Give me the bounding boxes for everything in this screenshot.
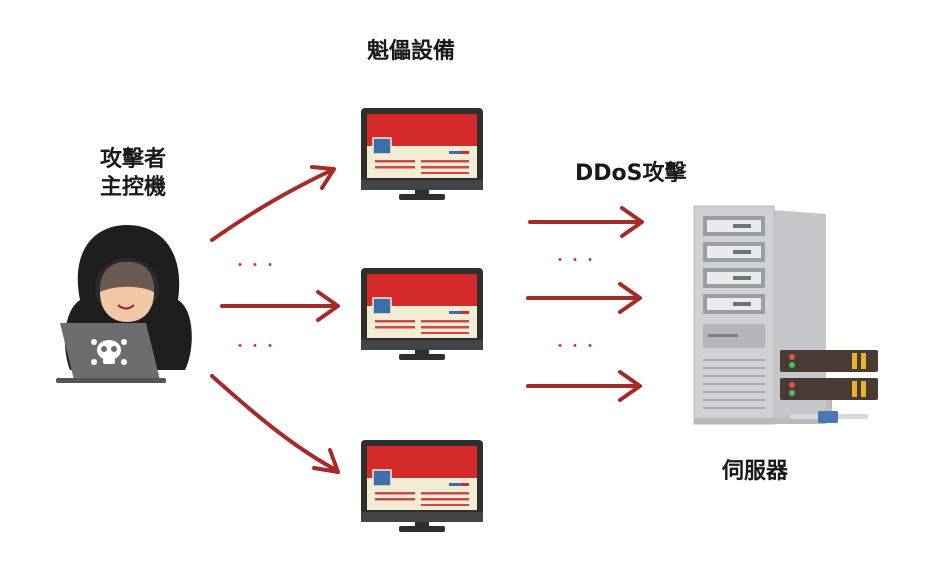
monitor-icon	[360, 439, 484, 533]
ellipsis-marker: ・・・	[233, 258, 278, 274]
ellipsis-marker: ・・・	[553, 253, 598, 269]
attacker-label: 攻擊者 主控機	[88, 146, 178, 202]
hooded-hacker-icon	[56, 225, 192, 383]
monitor-icon	[360, 267, 484, 361]
bots-label: 魁儡設備	[367, 39, 456, 64]
attacker-label-line1: 攻擊者	[99, 147, 166, 172]
server-label: 伺服器	[722, 459, 789, 484]
arrows-attacker-to-bots	[210, 165, 340, 474]
ddos-label: DDoS攻擊	[575, 161, 687, 186]
ellipsis-marker: ・・・	[233, 339, 278, 355]
arrow-to-bot-bottom	[210, 374, 338, 472]
rack-server-icon	[780, 350, 878, 423]
monitor-icon	[360, 107, 484, 201]
arrow-to-bot-top	[210, 168, 334, 242]
arrows-bots-to-server	[526, 206, 644, 402]
ellipsis-marker: ・・・	[553, 339, 598, 355]
attacker-label-line2: 主控機	[99, 175, 166, 200]
